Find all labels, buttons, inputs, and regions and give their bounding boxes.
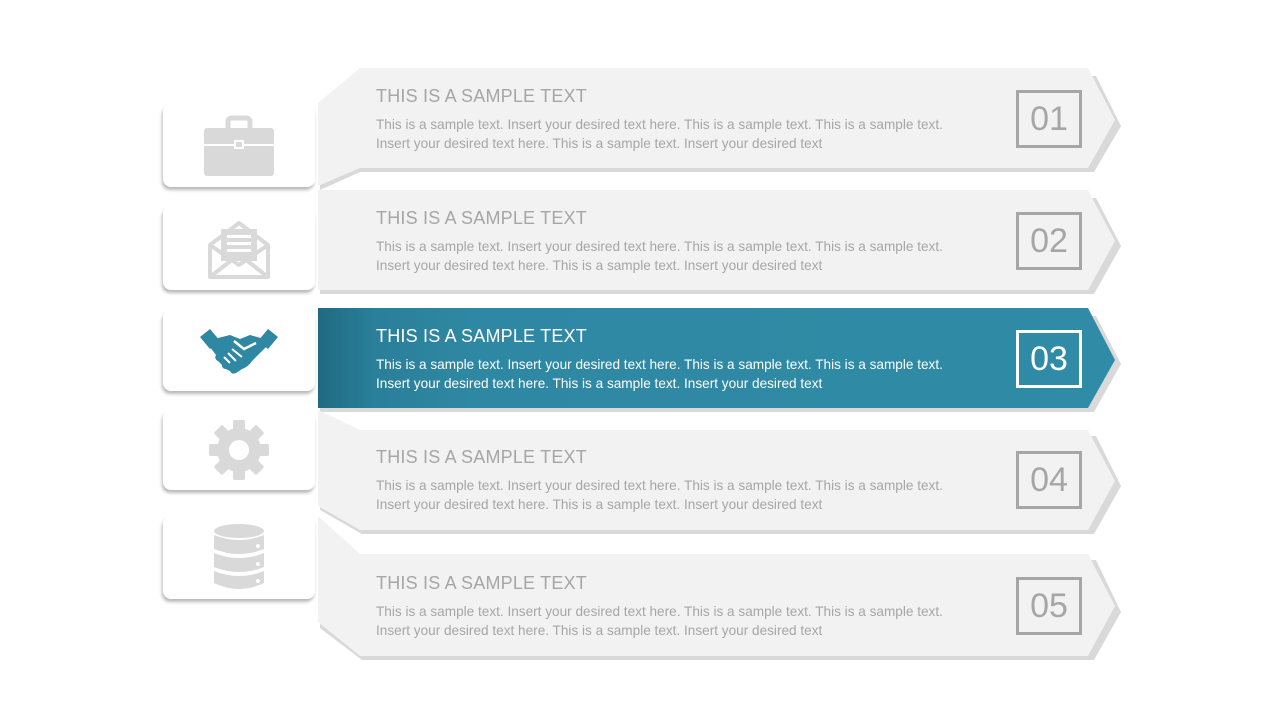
row-number: 03: [1016, 330, 1082, 388]
database-icon: [214, 523, 264, 589]
row-number: 01: [1016, 90, 1082, 148]
row-description-line2: Insert your desired text here. This is a…: [376, 497, 823, 512]
row-number: 05: [1016, 577, 1082, 635]
row-description-line1: This is a sample text. Insert your desir…: [376, 239, 943, 254]
banner-5: [318, 516, 1121, 660]
row-description-line1: This is a sample text. Insert your desir…: [376, 478, 943, 493]
gear-icon: [209, 420, 269, 480]
row-description-line2: Insert your desired text here. This is a…: [376, 258, 823, 273]
envelope-icon: [208, 221, 270, 279]
banner-4: [318, 410, 1121, 534]
row-title: THIS IS A SAMPLE TEXT: [376, 208, 587, 228]
row-description: This is a sample text. Insert your desir…: [376, 476, 1006, 514]
row-title: THIS IS A SAMPLE TEXT: [376, 447, 587, 467]
row-description: This is a sample text. Insert your desir…: [376, 355, 1006, 393]
icon-card-5: [163, 516, 315, 599]
row-description-line2: Insert your desired text here. This is a…: [376, 136, 823, 151]
row-description: This is a sample text. Insert your desir…: [376, 237, 1006, 275]
banner-2: [318, 190, 1121, 294]
row-description-line1: This is a sample text. Insert your desir…: [376, 117, 943, 132]
row-description-line1: This is a sample text. Insert your desir…: [376, 604, 943, 619]
row-title: THIS IS A SAMPLE TEXT: [376, 326, 587, 346]
row-description: This is a sample text. Insert your desir…: [376, 602, 1006, 640]
row-number: 02: [1016, 212, 1082, 270]
handshake-icon: [200, 328, 278, 374]
row-description-line1: This is a sample text. Insert your desir…: [376, 357, 943, 372]
row-title: THIS IS A SAMPLE TEXT: [376, 86, 587, 106]
icon-card-2: [163, 206, 315, 290]
briefcase-icon: [204, 115, 274, 176]
banner-3: [318, 308, 1121, 412]
banner-1: [318, 68, 1121, 190]
row-title: THIS IS A SAMPLE TEXT: [376, 573, 587, 593]
row-description-line2: Insert your desired text here. This is a…: [376, 376, 823, 391]
row-number: 04: [1016, 451, 1082, 509]
icon-card-3: [163, 310, 315, 391]
icon-card-4: [163, 410, 315, 490]
icon-card-1: [163, 104, 315, 187]
row-description: This is a sample text. Insert your desir…: [376, 115, 1006, 153]
row-description-line2: Insert your desired text here. This is a…: [376, 623, 823, 638]
